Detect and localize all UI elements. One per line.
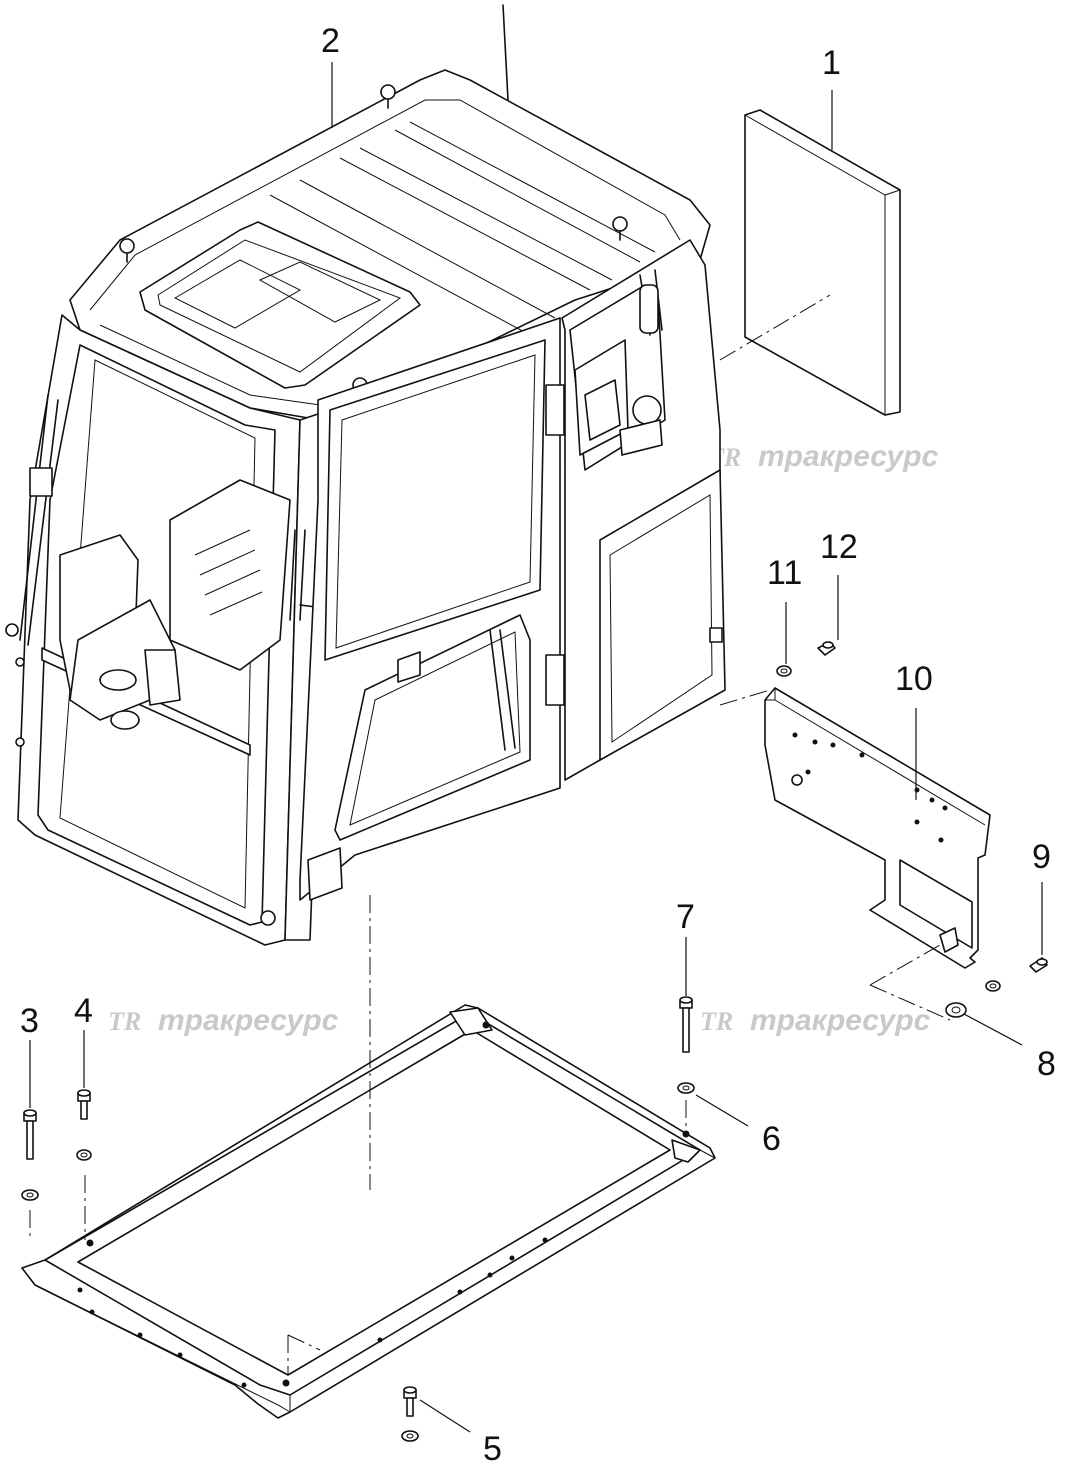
- callout-1: 1: [822, 44, 841, 82]
- screw-part-12: [817, 641, 836, 656]
- roof-inner-edge: [89, 99, 681, 311]
- callout-3: 3: [20, 1002, 39, 1040]
- lift-eye-left: [119, 238, 135, 263]
- callout-7: 7: [676, 898, 695, 936]
- plate-axis-washer: [869, 984, 951, 1021]
- screw-part-9: [1029, 957, 1048, 973]
- washer-part-3: [21, 1189, 39, 1201]
- callout-2: 2: [321, 22, 340, 60]
- door-hinge-upper: [545, 384, 565, 436]
- bolt-part-4: [77, 1089, 91, 1120]
- bolt-axis-left: [29, 1175, 86, 1240]
- callout-6: 6: [762, 1120, 781, 1158]
- watermark-text: тракресурс: [158, 1004, 339, 1037]
- watermark-logo: TR: [108, 1007, 141, 1036]
- leader-8: [963, 1013, 1023, 1046]
- washer-part-8b: [985, 980, 1001, 992]
- bolt-part-5: [403, 1386, 417, 1417]
- door-lower-glass: [334, 614, 531, 841]
- callout-12: 12: [820, 528, 858, 566]
- watermark-bottom-right: TR тракресурс: [700, 1004, 931, 1037]
- filter-panel: [744, 109, 901, 416]
- watermark-bottom-left: TR тракресурс: [108, 1004, 339, 1037]
- watermark-text: тракресурс: [750, 1004, 931, 1037]
- washer-part-8: [945, 1002, 967, 1018]
- callout-10: 10: [895, 660, 933, 698]
- callout-11: 11: [767, 554, 802, 592]
- door-hinge-lower: [545, 654, 565, 706]
- wiper-arm: [19, 394, 49, 641]
- plate-cutout: [899, 859, 973, 949]
- bolt-part-7: [679, 996, 693, 1053]
- mounting-plate: [764, 687, 991, 969]
- callout-9: 9: [1032, 838, 1051, 876]
- bolt-axis-bottom: [287, 1334, 321, 1375]
- filter-axis-line: [719, 294, 831, 361]
- callout-4: 4: [74, 992, 93, 1030]
- base-frame: [21, 1004, 716, 1419]
- washer-part-5: [401, 1430, 419, 1442]
- callout-5: 5: [483, 1430, 502, 1468]
- door-upper-glass: [324, 339, 546, 661]
- bolt-part-3: [23, 1109, 37, 1160]
- lift-eye-right: [612, 216, 628, 241]
- leader-5: [419, 1399, 471, 1433]
- wiper-motor: [29, 467, 53, 497]
- operator-cab: [5, 4, 726, 946]
- watermark-top-right: TR тракресурс: [708, 440, 939, 473]
- plate-axis-upper: [719, 689, 771, 706]
- plate-axis-lower: [869, 944, 941, 986]
- antenna: [502, 4, 509, 101]
- roof-window: [139, 221, 421, 389]
- grab-handle: [289, 529, 306, 621]
- door-latch: [397, 651, 421, 683]
- callout-8: 8: [1037, 1045, 1056, 1083]
- leader-6: [695, 1094, 749, 1127]
- lift-eye-rear: [380, 84, 396, 109]
- washer-part-4: [76, 1149, 92, 1161]
- watermark-text: тракресурс: [758, 440, 939, 473]
- washer-part-11: [776, 665, 792, 677]
- washer-part-6: [677, 1082, 695, 1094]
- watermark-logo: TR: [700, 1007, 733, 1036]
- door-step: [307, 847, 343, 901]
